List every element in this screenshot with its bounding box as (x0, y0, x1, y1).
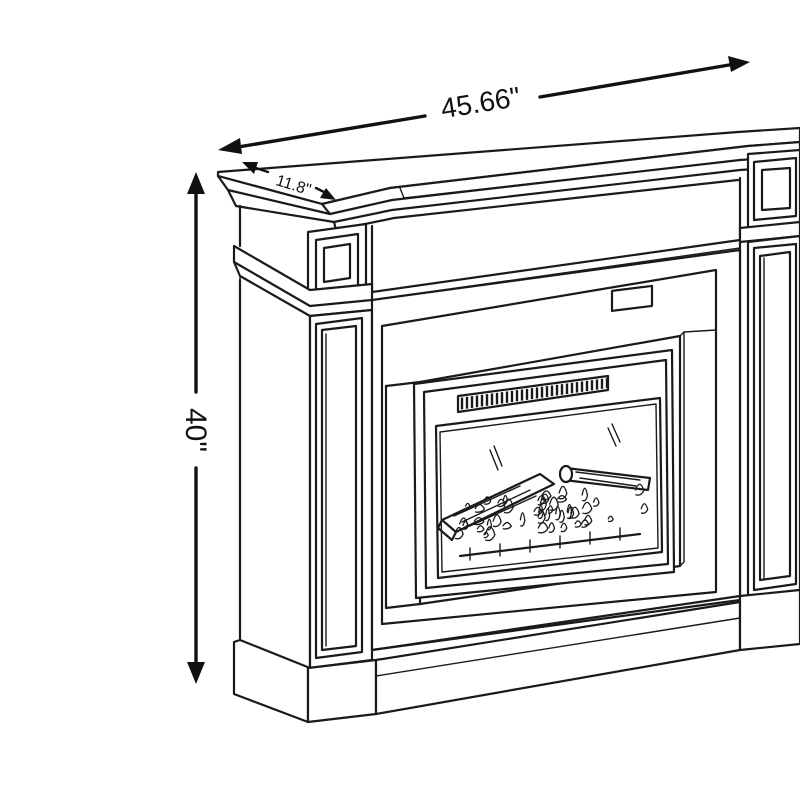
ember-mark (634, 483, 645, 496)
ember-mark (483, 531, 489, 539)
ember-mark (519, 512, 526, 527)
ember-mark (541, 490, 552, 501)
ember-mark (592, 497, 600, 507)
depth-arrow-right (320, 188, 336, 200)
ember-mark (569, 506, 580, 519)
base-plinth (232, 588, 800, 724)
height-arrow-bottom (187, 662, 205, 684)
log-set (436, 464, 652, 561)
ember-mark (537, 495, 546, 506)
ember-mark (583, 514, 593, 526)
ember-mark (462, 520, 469, 530)
width-arrow-right (728, 56, 750, 72)
ember-mark (474, 503, 486, 513)
mantel-top (216, 126, 800, 232)
left-pilaster (238, 278, 374, 670)
ember-mark (464, 502, 471, 510)
height-arrow-top (187, 172, 205, 194)
width-label: 45.66" (439, 81, 523, 124)
height-dimension: 40" (179, 172, 212, 684)
ember-mark (558, 509, 565, 523)
fireplace-insert (412, 284, 676, 600)
ember-mark (558, 485, 568, 500)
ember-mark (454, 526, 464, 540)
height-label: 40" (179, 408, 212, 452)
ember-mark (566, 503, 573, 520)
ember-mark (548, 522, 556, 533)
ember-mark (486, 518, 493, 531)
ember-mark (544, 508, 551, 522)
ember-mark (533, 506, 543, 516)
ember-mark (640, 503, 649, 514)
ember-mark (581, 501, 593, 515)
ember-mark (581, 487, 589, 502)
depth-arrow-left (242, 162, 258, 174)
ember-mark (476, 525, 485, 533)
right-corner-block (746, 148, 800, 230)
ember-mark (540, 493, 550, 505)
ember-mark (492, 514, 502, 528)
heater-vent-grille (456, 374, 610, 414)
ember-mark (537, 522, 549, 534)
ember-mark (473, 517, 485, 526)
ember-mark (502, 494, 509, 505)
ember-mark (574, 520, 582, 528)
ember-mark (607, 515, 614, 523)
ember-mark (567, 505, 575, 520)
width-arrow-left (218, 138, 242, 154)
right-pilaster (738, 234, 800, 602)
ember-mark (484, 526, 496, 542)
ember-mark (502, 521, 513, 530)
ember-mark (556, 494, 568, 503)
ember-mark (560, 522, 568, 533)
ember-mark (548, 496, 559, 512)
ember-mark (483, 496, 492, 505)
